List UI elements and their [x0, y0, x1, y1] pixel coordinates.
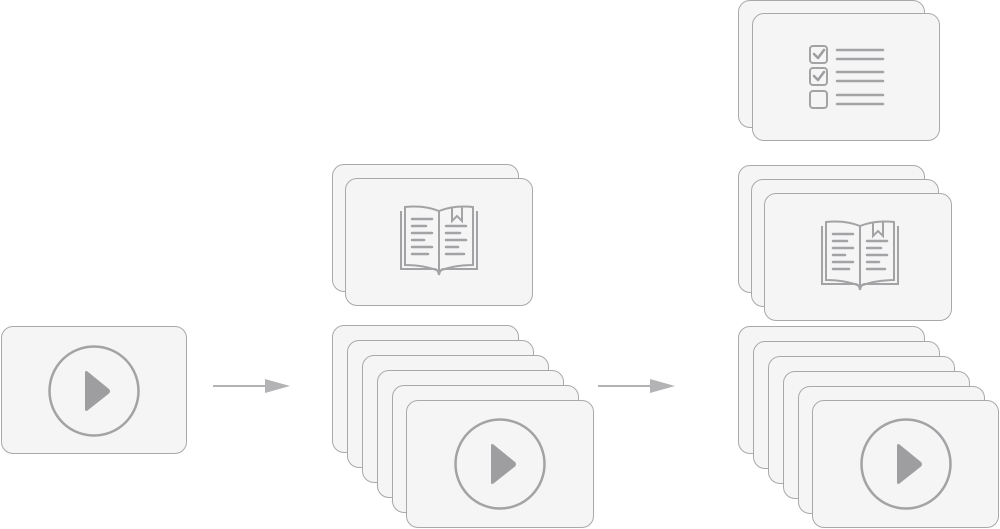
- play-icon: [454, 418, 546, 510]
- open-book-icon: [821, 220, 899, 291]
- play-icon: [860, 418, 952, 510]
- open-book-icon: [400, 205, 478, 276]
- arrow-right-icon: [598, 379, 675, 393]
- quiz-card: [752, 13, 940, 141]
- arrow-right-icon: [213, 379, 290, 393]
- play-icon: [48, 345, 140, 437]
- checklist-icon: [809, 45, 885, 109]
- reading-card: [764, 193, 952, 321]
